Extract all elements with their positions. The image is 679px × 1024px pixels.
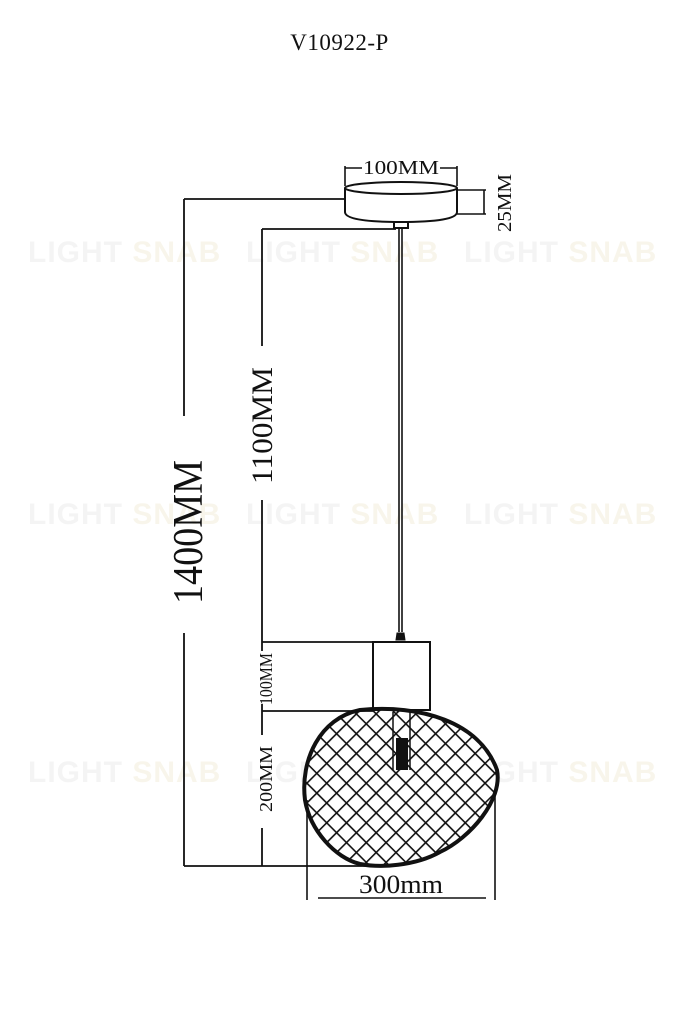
lamp-holder [372, 641, 431, 711]
canopy-height-label: 25MM [494, 174, 516, 232]
shade-height-label: 200MM [256, 746, 276, 812]
mesh-shade [302, 706, 500, 868]
model-title: V10922-P [290, 30, 389, 55]
watermark: LIGHT SNAB [28, 498, 222, 531]
shade-width-label: 300mm [359, 870, 443, 899]
total-height-dimension [183, 198, 372, 867]
cable-length-label: 1100MM [246, 367, 279, 484]
watermark: LIGHT SNAB [28, 756, 222, 789]
cable-length-dimension [261, 228, 396, 642]
watermark: LIGHT SNAB [464, 756, 658, 789]
watermark: LIGHT SNAB [464, 498, 658, 531]
shade-width-dimension [306, 790, 496, 900]
canopy-width-label: 100MM [363, 157, 439, 179]
canopy-width-dimension [344, 166, 458, 186]
total-height-label: 1400MM [166, 460, 212, 604]
cable [395, 228, 406, 641]
holder-height-dimension [261, 641, 373, 718]
canopy-height-dimension [457, 189, 486, 215]
holder-height-label: 100MM [256, 653, 276, 705]
canopy [344, 181, 458, 229]
watermark: LIGHT SNAB [28, 236, 222, 269]
watermark: LIGHT SNAB [464, 236, 658, 269]
